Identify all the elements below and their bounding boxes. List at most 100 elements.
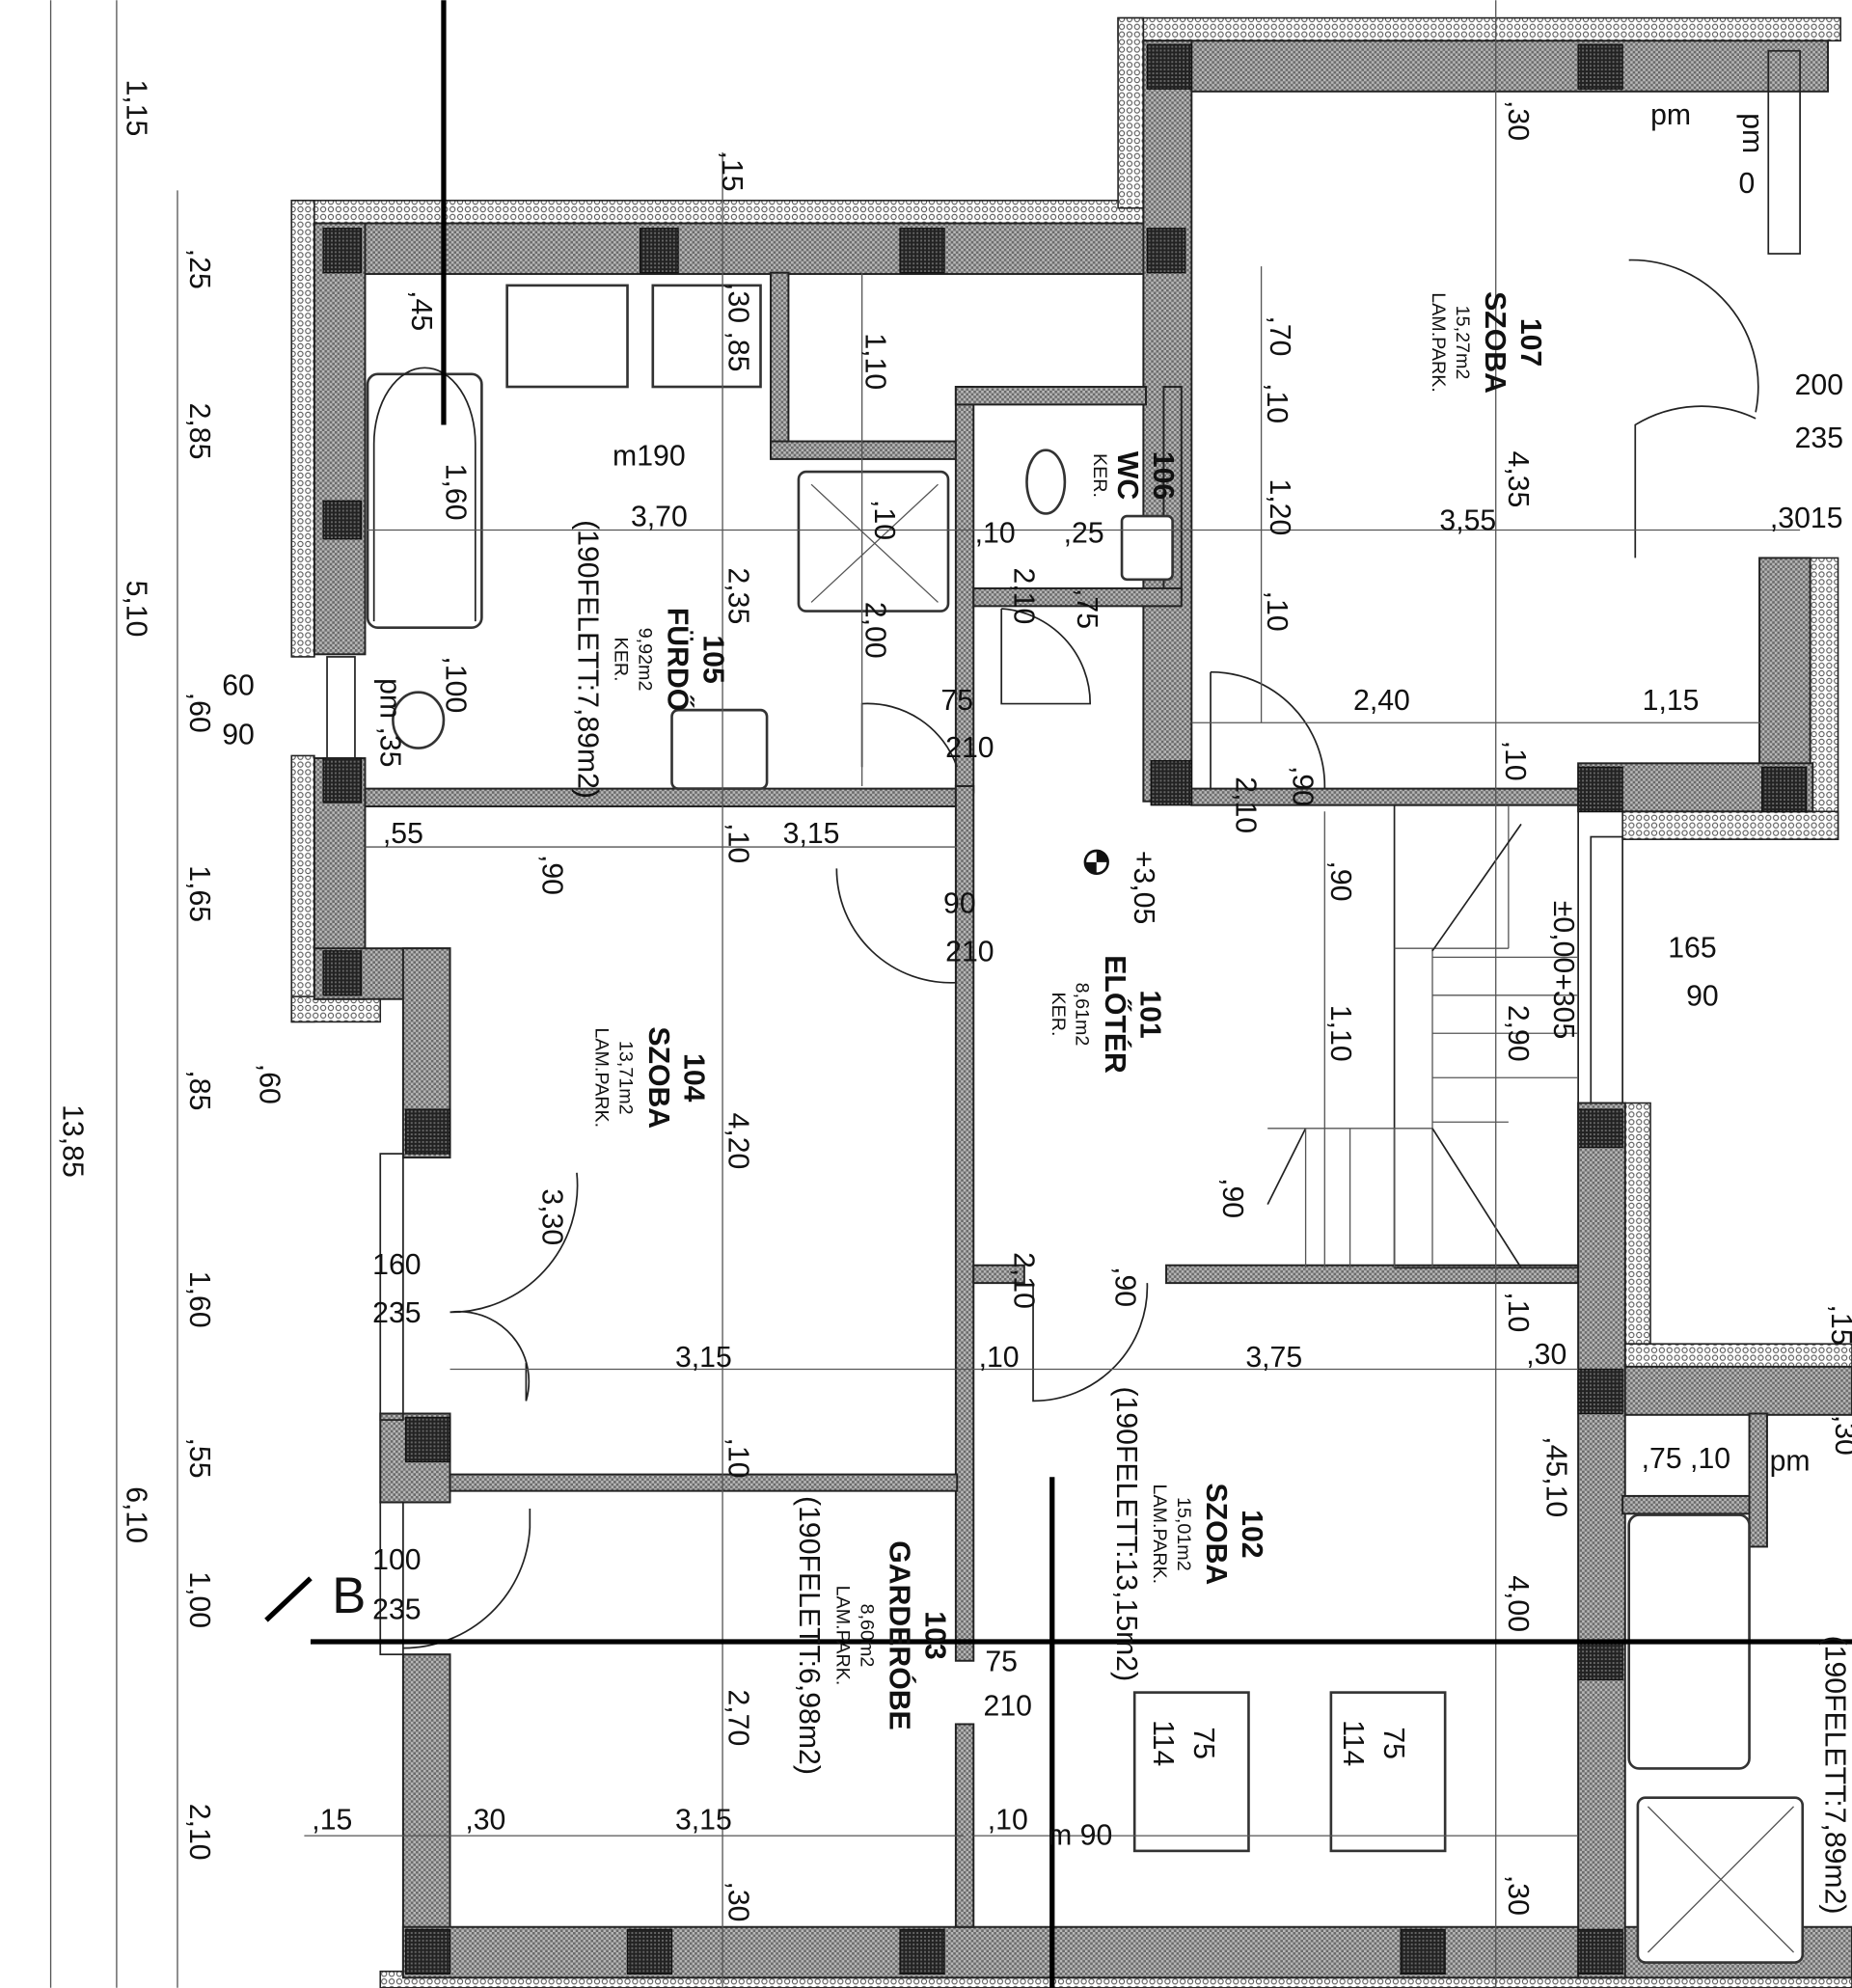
dimension-label: 1,60	[440, 464, 472, 521]
dimension-label: 165	[1668, 932, 1716, 964]
room-number: 105	[696, 635, 728, 683]
dimension-label: 3,30	[535, 1188, 567, 1245]
dimension-label: 2,00	[859, 602, 891, 659]
section-mark: B	[332, 1567, 366, 1624]
dimension-label: 90	[943, 887, 976, 919]
dimension-label: 75	[940, 685, 973, 717]
dimension-label: pm	[1770, 1446, 1811, 1478]
room-label: 106WCKER.	[1089, 451, 1179, 500]
room-area: 13,71m2	[615, 1041, 637, 1115]
room-extra: (190FELETT:13,15m2)	[1110, 1386, 1142, 1681]
room-label: 104SZOBA13,71m2LAM.PARK.	[591, 1026, 710, 1129]
dimension-label: ,90	[1324, 861, 1356, 902]
dimension-label: 3,70	[631, 502, 688, 533]
dimension-label: ,10	[1502, 1292, 1534, 1332]
dimension-label: ,75	[1071, 588, 1103, 629]
dimension-label: ,30	[465, 1805, 505, 1837]
dimension-label: ,55	[383, 818, 423, 850]
dimension-label: ,10	[988, 1805, 1028, 1837]
room-floor: KER.	[1048, 993, 1069, 1037]
room-label: 105FÜRDŐ9,92m2KER.(190FELETT:7,89m2)	[571, 520, 728, 799]
dimension-label: 100	[372, 1544, 421, 1576]
dimension-label: 3,15	[783, 818, 840, 850]
dimension-label: 235	[372, 1297, 421, 1329]
dimension-label: 114	[1147, 1720, 1179, 1766]
dimension-label: ,10	[722, 1437, 754, 1478]
dimension-label: 2,90	[1502, 1005, 1534, 1062]
dimension-label: 235	[372, 1593, 421, 1625]
dimension-label: 75	[1187, 1727, 1219, 1759]
level-entry: +3,05	[1128, 851, 1159, 924]
room-label: 103GARDERÓBE8,60m2LAM.PARK.(190FELETT:6,…	[793, 1496, 950, 1775]
room-floor: LAM.PARK.	[1428, 292, 1449, 393]
dimension-label: ,10	[1261, 383, 1293, 423]
room-name: ELŐTÉR	[1099, 955, 1131, 1074]
dimension-label: ,10	[868, 500, 900, 540]
dimension-label: 2,35	[722, 567, 754, 624]
room-extra: (190FELETT:6,98m2)	[793, 1496, 825, 1775]
room-name: FÜRDŐ	[662, 608, 694, 711]
room-floor: LAM.PARK.	[831, 1586, 853, 1686]
room-name: SZOBA	[1479, 291, 1511, 394]
dimension-label: ,30	[1829, 1415, 1852, 1456]
room-number: 102	[1236, 1510, 1267, 1558]
dimension-label: 210	[984, 1690, 1032, 1722]
staircase	[1266, 803, 1579, 1269]
dimension-label: 3,75	[1245, 1342, 1302, 1374]
dimension-label: ,45	[405, 290, 437, 331]
dimension-label: ,30	[1526, 1339, 1566, 1371]
room-labels: 101ELŐTÉR8,61m2KER.102SZOBA15,01m2LAM.PA…	[571, 291, 1546, 1775]
dimension-label: 1,60	[183, 1271, 215, 1328]
dimension-label: ,10	[1261, 591, 1293, 632]
dimension-label: 210	[945, 936, 994, 967]
dimension-label: 75	[985, 1646, 1018, 1677]
dimension-label: 1,15	[1643, 685, 1700, 717]
dimension-label: 0	[1739, 168, 1756, 200]
windows	[326, 49, 1801, 1656]
dimension-label: pm	[1650, 99, 1691, 131]
dimension-label: 1,15	[120, 79, 151, 136]
room-number: 107	[1514, 318, 1546, 367]
dimension-labels: 1,152,855,10,25,601,65,8513,851,60,556,1…	[57, 79, 1852, 1921]
dimension-label: ,25	[183, 249, 215, 289]
dimension-label: 3,15	[675, 1805, 732, 1837]
room-name: WC	[1111, 451, 1143, 500]
dimension-label: 60	[222, 669, 255, 701]
dimension-label: 4,20	[722, 1113, 754, 1170]
dimension-label: 2,10	[1007, 1252, 1039, 1309]
section-lines	[264, 0, 1852, 1988]
dimension-label: m 90	[1048, 1819, 1112, 1851]
dimension-label: ,15	[716, 151, 748, 192]
room-number: 106	[1147, 451, 1179, 500]
dimension-label: ,85	[183, 1070, 215, 1110]
room-floor: KER.	[1089, 453, 1110, 498]
dimension-label: 200	[1795, 369, 1843, 401]
dimension-label: ,60	[183, 693, 215, 733]
dimension-label: ,10	[979, 1342, 1020, 1374]
dimension-label: 235	[1795, 422, 1843, 454]
dimension-label: 1,10	[1324, 1005, 1356, 1062]
dimension-label: 90	[1686, 980, 1719, 1012]
room-name: GARDERÓBE	[884, 1540, 916, 1729]
dimension-label: 3,55	[1439, 505, 1496, 537]
dimension-label: ,30	[1502, 1875, 1534, 1916]
room-area: 8,60m2	[856, 1604, 877, 1668]
dimension-label: pm	[1736, 113, 1768, 153]
dimension-label: 5,10	[120, 581, 151, 638]
room-label: 101ELŐTÉR8,61m2KER.	[1048, 955, 1166, 1074]
dimension-label: 4,35	[1502, 451, 1534, 508]
room-area: 15,27m2	[1452, 306, 1473, 380]
room-floor: LAM.PARK.	[1149, 1484, 1170, 1585]
room-area: 8,61m2	[1072, 983, 1093, 1047]
dimension-label: m190	[613, 440, 686, 472]
dimension-label: ,90	[535, 855, 567, 895]
dimension-label: 1,65	[183, 865, 215, 922]
dimension-label: 2,10	[1229, 776, 1261, 833]
room-name: SZOBA	[1200, 1483, 1232, 1585]
dimension-label: 2,85	[183, 403, 215, 460]
room-extra: (190FELETT:7,89m2)	[571, 520, 603, 799]
dimension-label: 2,70	[722, 1689, 754, 1746]
level-stair: ±0,00+305	[1547, 901, 1579, 1039]
room-name: SZOBA	[642, 1026, 674, 1129]
